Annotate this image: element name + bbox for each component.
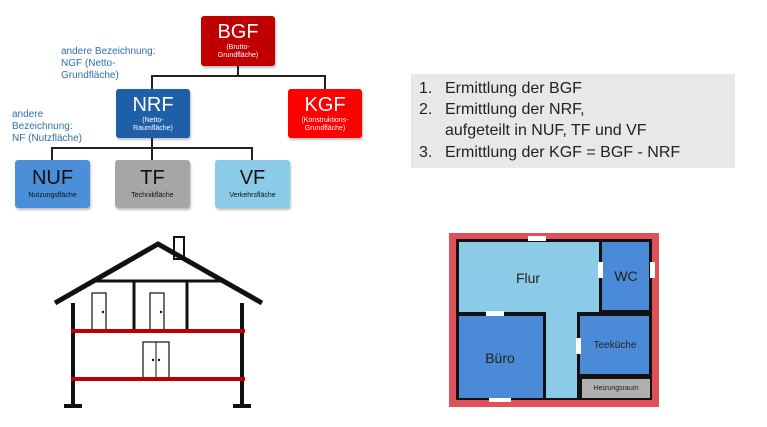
nrf-title: NRF [132, 93, 174, 116]
vf-box: VF Verkehrsfläche [215, 160, 290, 208]
connector-top-horizontal [151, 75, 326, 77]
kgf-subtitle: (Konstruktions-Grundfläche) [301, 116, 349, 132]
connector-to-kgf [324, 75, 326, 89]
kgf-title: KGF [304, 93, 346, 116]
wc-area [602, 242, 649, 310]
tf-title: TF [140, 167, 165, 189]
step-2: 2. Ermittlung der NRF, [419, 101, 585, 119]
connector-nrf-down [151, 138, 153, 148]
heizungsraum-area [582, 379, 650, 398]
slab-lower [71, 377, 245, 381]
flur-label: Flur [515, 270, 541, 286]
connector-to-nuf [51, 147, 53, 160]
teekueche-door-gap [576, 338, 581, 354]
ngf-note-line3: Grundfläche) [61, 70, 119, 81]
nuf-subtitle: Nutzungsfläche [28, 192, 77, 199]
ngf-note: andere Bezeichnung: NGF (Netto- Grundflä… [61, 46, 156, 82]
step-3-text: Ermittlung der KGF = BGF - NRF [445, 144, 681, 161]
ngf-note-line2: NGF (Netto- [61, 58, 116, 69]
teekueche-area [580, 316, 649, 374]
nuf-title: NUF [31, 167, 74, 189]
window-gap-bottom [489, 398, 511, 402]
step-2-number: 2. [419, 101, 433, 118]
step-2-text-line2: aufgeteilt in NUF, TF und VF [445, 122, 647, 139]
window-gap-right [650, 262, 655, 278]
bgf-title: BGF [217, 21, 259, 43]
connector-to-tf [151, 147, 153, 160]
kgf-box: KGF (Konstruktions-Grundfläche) [288, 89, 362, 138]
bgf-subtitle: (Brutto-Grundfläche) [217, 44, 259, 59]
vf-title: VF [239, 167, 266, 189]
roof [53, 241, 264, 306]
nrf-box: NRF (Netto-Raumfläche) [116, 89, 190, 138]
flur-area [459, 242, 599, 398]
ngf-note-line1: andere Bezeichnung: [61, 46, 156, 57]
buero-label: Büro [485, 350, 515, 366]
nf-note-line3: NF (Nutzfläche) [12, 133, 83, 144]
entrance-door-gap [528, 236, 546, 241]
buero-area [459, 316, 543, 398]
bgf-box: BGF (Brutto-Grundfläche) [201, 16, 275, 66]
chimney [173, 236, 185, 260]
steps-box: 1. Ermittlung der BGF 2. Ermittlung der NR… [411, 74, 735, 168]
wc-door-gap [598, 262, 603, 278]
vf-subtitle: Verkehrsfläche [229, 192, 276, 199]
nf-note: andere Bezeichnung: NF (Nutzfläche) [12, 109, 82, 145]
tf-subtitle: Technikfläche [131, 192, 174, 199]
nf-note-line1: andere [12, 109, 44, 120]
tf-box: TF Technikfläche [115, 160, 190, 208]
nf-note-line2: Bezeichnung: [12, 121, 73, 132]
heizungsraum-label: Heizungsraum [593, 385, 639, 392]
connector-to-nrf [151, 75, 153, 89]
slab-upper [71, 329, 245, 333]
wc-label: WC [614, 268, 638, 284]
step-1-number: 1. [419, 80, 433, 97]
step-3-number: 3. [419, 144, 433, 161]
connector-to-vf [251, 147, 253, 160]
buero-door-gap [486, 311, 504, 316]
step-1: 1. Ermittlung der BGF [419, 80, 582, 98]
step-2-text: Ermittlung der NRF, [445, 101, 585, 118]
teekueche-label: Teeküche [593, 340, 637, 351]
step-1-text: Ermittlung der BGF [445, 80, 582, 97]
step-2-continued: aufgeteilt in NUF, TF und VF [419, 122, 647, 140]
nuf-box: NUF Nutzungsfläche [15, 160, 90, 208]
connector-bgf-down [237, 66, 239, 76]
step-3: 3. Ermittlung der KGF = BGF - NRF [419, 144, 680, 162]
nrf-subtitle: (Netto-Raumfläche) [133, 116, 173, 132]
